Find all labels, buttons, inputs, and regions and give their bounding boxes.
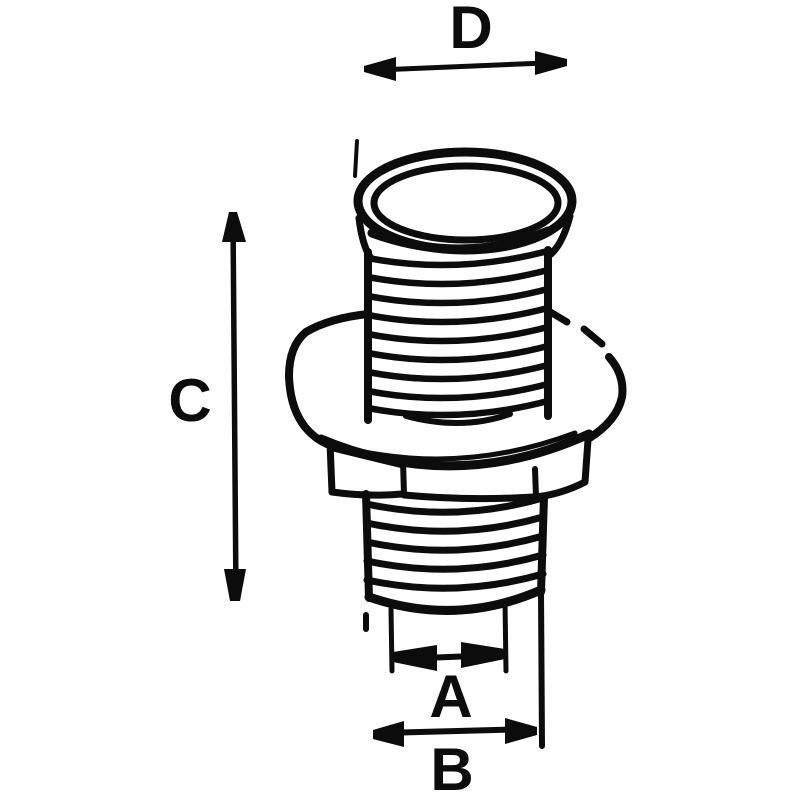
stray-tick-top xyxy=(353,139,359,178)
flange xyxy=(285,306,627,471)
dimension-d: D xyxy=(364,0,567,81)
arrowhead-left-icon xyxy=(373,721,404,747)
dimension-b-label: B xyxy=(430,736,473,800)
arrowhead-down-icon xyxy=(224,569,246,601)
lower-thread-section xyxy=(362,490,548,632)
arrowhead-left-icon xyxy=(364,57,396,81)
dimension-a: A xyxy=(388,598,509,730)
flange-dashed-segment xyxy=(543,306,571,326)
arrowhead-left-icon xyxy=(393,645,437,671)
dimension-c-line xyxy=(230,216,239,599)
extension-line-right xyxy=(502,598,509,674)
arrowhead-right-icon xyxy=(505,718,537,744)
dimension-c-label: C xyxy=(168,367,211,434)
arrowhead-right-icon xyxy=(535,51,567,75)
hex-nut xyxy=(326,436,592,503)
dimension-b: B xyxy=(373,590,545,800)
dimension-d-label: D xyxy=(449,0,492,61)
upper-thread-section xyxy=(364,246,552,427)
extension-line-left xyxy=(388,606,395,674)
top-rim xyxy=(353,139,577,261)
extension-line-right xyxy=(538,590,545,749)
dimension-d-line xyxy=(375,60,548,73)
dimension-c: C xyxy=(168,212,246,601)
dimension-a-label: A xyxy=(429,663,472,730)
flange-dashed-segment xyxy=(580,325,606,348)
arrowhead-up-icon xyxy=(222,212,246,242)
arrowhead-right-icon xyxy=(461,642,505,668)
